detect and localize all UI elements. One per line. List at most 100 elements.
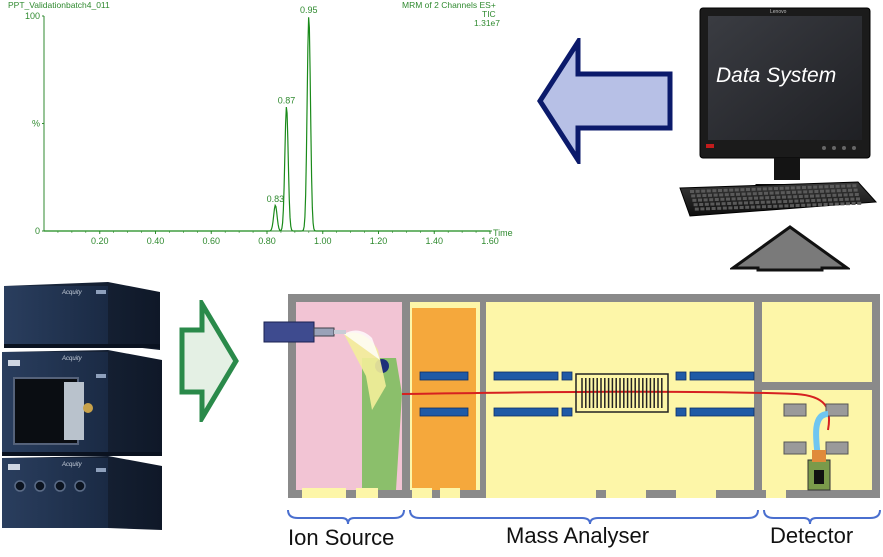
keyboard-key — [853, 188, 858, 192]
keyboard-key — [700, 207, 705, 211]
x-tick-label: 1.00 — [314, 236, 332, 246]
section-brackets — [287, 509, 881, 525]
keyboard-key — [794, 199, 799, 203]
keyboard-key — [820, 189, 824, 193]
keyboard-key — [757, 187, 762, 191]
detector-bracket — [763, 509, 881, 525]
keyboard-key — [750, 205, 755, 209]
keyboard-key — [807, 185, 812, 189]
quadrupole-rod — [675, 371, 687, 381]
keyboard-key — [711, 207, 716, 210]
ion-beam — [401, 390, 831, 431]
keyboard-key — [712, 189, 717, 193]
keyboard-key — [739, 206, 744, 209]
keyboard-key — [833, 198, 838, 202]
keyboard-key — [856, 197, 860, 201]
keyboard-key — [774, 187, 778, 190]
chart-header-right-1: MRM of 2 Channels ES+ — [402, 0, 496, 10]
y-tick-label: 0 — [35, 226, 40, 236]
keyboard-key — [737, 197, 742, 201]
y-tick-label: 100 — [25, 11, 40, 21]
keyboard-key — [694, 207, 699, 211]
keyboard-key — [738, 201, 743, 205]
peak-label: 0.95 — [300, 5, 318, 15]
keyboard-key — [751, 187, 756, 191]
keyboard-key — [748, 196, 753, 200]
keyboard-key — [800, 199, 804, 203]
keyboard-key — [766, 200, 771, 204]
quadrupole-rods — [419, 371, 755, 417]
x-tick-label: 1.60 — [481, 236, 499, 246]
keyboard-key — [802, 186, 806, 189]
keyboard-key — [708, 193, 712, 197]
keyboard-key — [710, 202, 715, 206]
keyboard-key — [796, 186, 801, 190]
keyboard-key — [746, 188, 750, 191]
keyboard-key — [854, 193, 859, 196]
keyboard-key — [767, 205, 772, 208]
x-axis-label: Time — [493, 228, 513, 238]
keyboard-key — [803, 190, 808, 194]
keyboard-key — [713, 193, 718, 197]
keyboard-key — [778, 204, 783, 208]
monitor-icon — [679, 7, 878, 217]
lc-brand-bottom: Acquity — [62, 462, 82, 468]
keyboard-key — [728, 206, 733, 210]
keyboard-key — [754, 196, 758, 200]
mass-analyser-label: Mass Analyser — [506, 523, 650, 548]
pump-port — [676, 488, 716, 498]
x-tick-label: 1.40 — [425, 236, 443, 246]
keyboard-key — [852, 184, 857, 188]
keyboard-key — [832, 193, 837, 197]
keyboard-key — [815, 194, 820, 198]
keyboard-key — [848, 188, 852, 192]
keyboard-key — [706, 189, 711, 193]
keyboard-key — [846, 184, 851, 188]
quadrupole-rod — [561, 371, 573, 381]
keyboard-key — [765, 196, 770, 200]
x-tick-label: 0.60 — [202, 236, 220, 246]
keyboard-key — [718, 189, 722, 192]
keyboard-key — [793, 195, 798, 199]
keyboard-key — [777, 200, 782, 204]
keyboard-key — [813, 185, 818, 189]
keyboard-key — [844, 197, 849, 201]
keyboard-key — [822, 198, 827, 202]
keyboard-key — [840, 202, 845, 206]
keyboard-key — [730, 193, 735, 196]
keyboard-key — [693, 203, 698, 207]
keyboard-key — [701, 189, 706, 193]
quadrupole-rod — [419, 407, 469, 417]
pump-port — [412, 488, 432, 498]
keyboard-key — [722, 206, 727, 210]
keyboard-key — [734, 188, 739, 192]
keyboard-key — [851, 202, 856, 205]
keyboard-key — [790, 204, 794, 208]
keyboard-key — [704, 202, 709, 206]
keyboard-key — [784, 204, 789, 208]
keyboard-key — [703, 198, 708, 202]
keyboard-key — [779, 186, 784, 190]
keyboard-key — [804, 194, 809, 198]
monitor-brand: Lenovo — [770, 9, 787, 15]
lc-instrument-stack — [2, 282, 162, 530]
quadrupole-rod — [689, 371, 755, 381]
keyboard-key — [759, 196, 764, 200]
quadrupole-rod — [689, 407, 755, 417]
keyboard-key — [719, 193, 724, 197]
keyboard-key — [834, 202, 839, 206]
keyboard-key — [734, 206, 738, 210]
keyboard-key — [805, 199, 810, 203]
mass-analyser-bracket — [409, 509, 759, 525]
quadrupole-rod — [493, 407, 559, 417]
keyboard-key — [702, 194, 707, 197]
keyboard-key — [732, 201, 737, 205]
keyboard-key — [783, 200, 788, 203]
keyboard-key — [736, 192, 740, 196]
ion-source-label: Ion Source — [288, 525, 395, 550]
keyboard-key — [721, 202, 726, 206]
collision-cell — [575, 373, 669, 413]
keyboard-key — [835, 184, 840, 188]
keyboard-key — [836, 189, 841, 193]
